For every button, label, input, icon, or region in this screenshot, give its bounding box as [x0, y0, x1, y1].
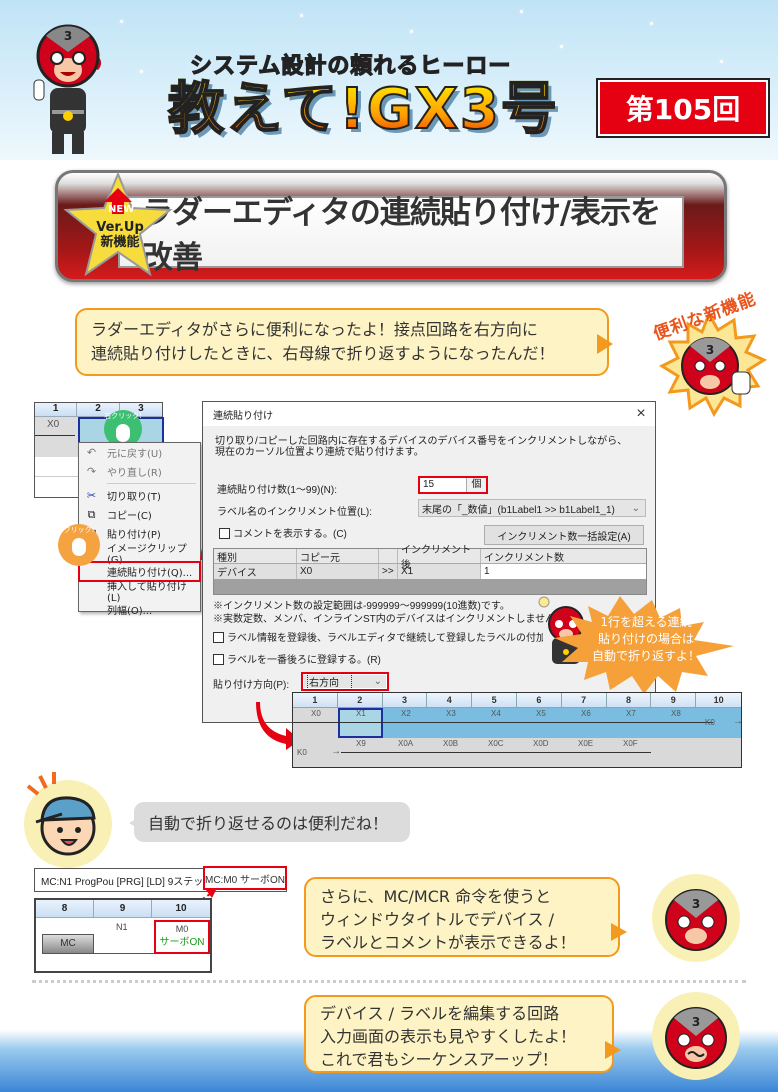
kid-speech-bubble: 自動で折り返せるのは便利だね！ [129, 802, 410, 842]
table-row[interactable]: デバイス X0 >> X1 1 [214, 564, 646, 579]
table-header: 種別 コピー元 インクリメント後 インクリメント数 [214, 545, 646, 571]
new-label: NEW [108, 204, 135, 215]
paste-count-label: 連続貼り付け数(1～99)(N): [217, 485, 338, 496]
mouse-icon [72, 538, 86, 556]
nesting-label: N1 [116, 922, 128, 932]
paste-direction-label: 貼り付け方向(P): [213, 680, 290, 691]
menu-item-undo[interactable]: ↶元に戻す(U) [86, 446, 163, 460]
series-title-shadow: 教えて!GX3号 [172, 82, 563, 146]
headline: ラダーエディタの連続貼り付け/表示を改善 [118, 195, 684, 276]
right-click-marker: 右クリック! [104, 410, 142, 448]
gx3-hero-mascot-icon: 3 [33, 24, 102, 154]
kid-avatar-icon [24, 772, 112, 868]
wrap-arrow-icon: → [733, 716, 743, 727]
close-icon[interactable]: × [636, 405, 646, 422]
register-label-last-checkbox[interactable]: ラベルを一番後ろに登録する。(R) [213, 651, 381, 666]
menu-separator [107, 483, 196, 484]
device-comment-cell[interactable]: M0 サーボON [154, 920, 210, 954]
svg-text:3: 3 [64, 29, 72, 43]
ver-up-label: Ver.Up 新機能 [96, 220, 144, 250]
menu-item-copy[interactable]: ⧉コピー(C) [79, 505, 200, 524]
label-info-checkbox[interactable]: ラベル情報を登録後、ラベルエディタで継続して登録したラベルの付加情報を編 [213, 629, 543, 644]
svg-text:3: 3 [692, 897, 700, 911]
contact-label: X0 [47, 419, 60, 430]
svg-text:3: 3 [692, 1015, 700, 1029]
label-increment-position-label: ラベル名のインクリメント位置(L): [217, 507, 372, 518]
increment-count-cell[interactable]: 1 [481, 564, 646, 579]
mc-ladder-editor: 8 9 10 MC N1 M0 サーボON [34, 898, 212, 973]
ladder-row-1[interactable]: X0 X1 X2 X3 X4 X5 X6 X7 X8 K0 → [293, 708, 743, 738]
dialog-description: 切り取り/コピーした回路内に存在するデバイスのデバイス番号をインクリメントしなが… [215, 436, 628, 458]
scissors-icon: ✂ [86, 489, 97, 502]
click-marker: クリック! [58, 524, 100, 566]
checkbox[interactable] [213, 632, 224, 643]
menu-item-insert-paste[interactable]: 挿入して貼り付け(L) [107, 581, 187, 604]
mc-mcr-speech-bubble: さらに、MC/MCR 命令を使うと ウィンドウタイトルでデバイス / ラベルとコ… [304, 877, 627, 957]
title-device-comment: MC:M0 サーボON [203, 866, 287, 890]
rung-line [341, 752, 651, 753]
menu-item-redo[interactable]: ↷やり直し(R) [86, 465, 162, 479]
issue-number: 第105回 [598, 80, 768, 136]
series-title: 教えて!GX3号 [167, 77, 559, 143]
burst-text: 1行を超える連続 貼り付けの場合は 自動で折り返すよ！ [591, 615, 700, 663]
dotted-divider [32, 980, 746, 983]
menu-item-image-clip[interactable]: イメージクリップ(G) [107, 543, 187, 566]
show-comment-checkbox[interactable]: コメントを表示する。(C) [219, 525, 347, 540]
intro-speech-bubble: ラダーエディタがさらに便利になったよ！接点回路を右方向に 連続貼り付けしたときに… [75, 308, 613, 376]
series-subtitle: システム設計の頼れるヒーロー [189, 53, 512, 79]
speech-burst-icon [554, 596, 734, 694]
paste-count-field[interactable]: 15 個 [418, 476, 488, 494]
ladder-row-2[interactable]: K0 → X9 X0A X0B X0C X0D X0E X0F [293, 738, 741, 768]
label-increment-position-select[interactable]: 末尾の「_数値」(b1Label1 >> b1Label1_1)⌄ [418, 499, 646, 517]
hero-face-wavy-icon: 3 [652, 992, 740, 1080]
redo-icon: ↷ [86, 465, 97, 478]
copy-icon: ⧉ [87, 508, 96, 521]
rung-line [293, 722, 713, 723]
svg-text:3: 3 [706, 343, 714, 357]
closing-speech-bubble: デバイス / ラベルを編集する回路 入力画面の表示も見やすくしたよ！ これで君も… [304, 995, 621, 1073]
hero-face-happy-icon: 3 [652, 874, 740, 962]
chevron-down-icon: ⌄ [631, 502, 640, 514]
chevron-down-icon: ⌄ [373, 676, 382, 687]
paste-direction-select[interactable]: 右方向⌄ [301, 672, 389, 691]
mouse-icon [116, 424, 130, 442]
notes: ※インクリメント数の設定範囲は-999999～999999(10進数)です。 ※… [213, 601, 566, 625]
menu-item-cut[interactable]: ✂切り取り(T) [86, 489, 161, 503]
ladder-column-header: 8 9 10 [36, 900, 210, 918]
mc-instruction-block[interactable]: MC [42, 934, 94, 954]
useful-feature-badge-icon: 3 [658, 310, 768, 418]
increment-table: 種別 コピー元 インクリメント後 インクリメント数 デバイス X0 >> X1 … [213, 545, 647, 595]
cursor-cell[interactable] [338, 708, 383, 738]
contact-symbol-icon [35, 435, 75, 436]
red-curved-arrow-icon [256, 702, 300, 750]
checkbox[interactable] [219, 528, 230, 539]
menu-item-column-width[interactable]: 列幅(O)... [107, 606, 153, 617]
dialog-title: 連続貼り付け [213, 410, 273, 422]
ladder-column-header: 1 2 3 [35, 403, 162, 417]
bulk-increment-button[interactable]: インクリメント数一括設定(A) [484, 525, 644, 545]
dialog-titlebar: 連続貼り付け × [203, 402, 655, 426]
menu-item-continuous-paste[interactable]: 連続貼り付け(Q)... [78, 561, 201, 582]
undo-icon: ↶ [86, 446, 97, 459]
checkbox[interactable] [213, 654, 224, 665]
wrap-arrow-icon: → [331, 746, 341, 757]
star-badge-icon [63, 171, 173, 277]
